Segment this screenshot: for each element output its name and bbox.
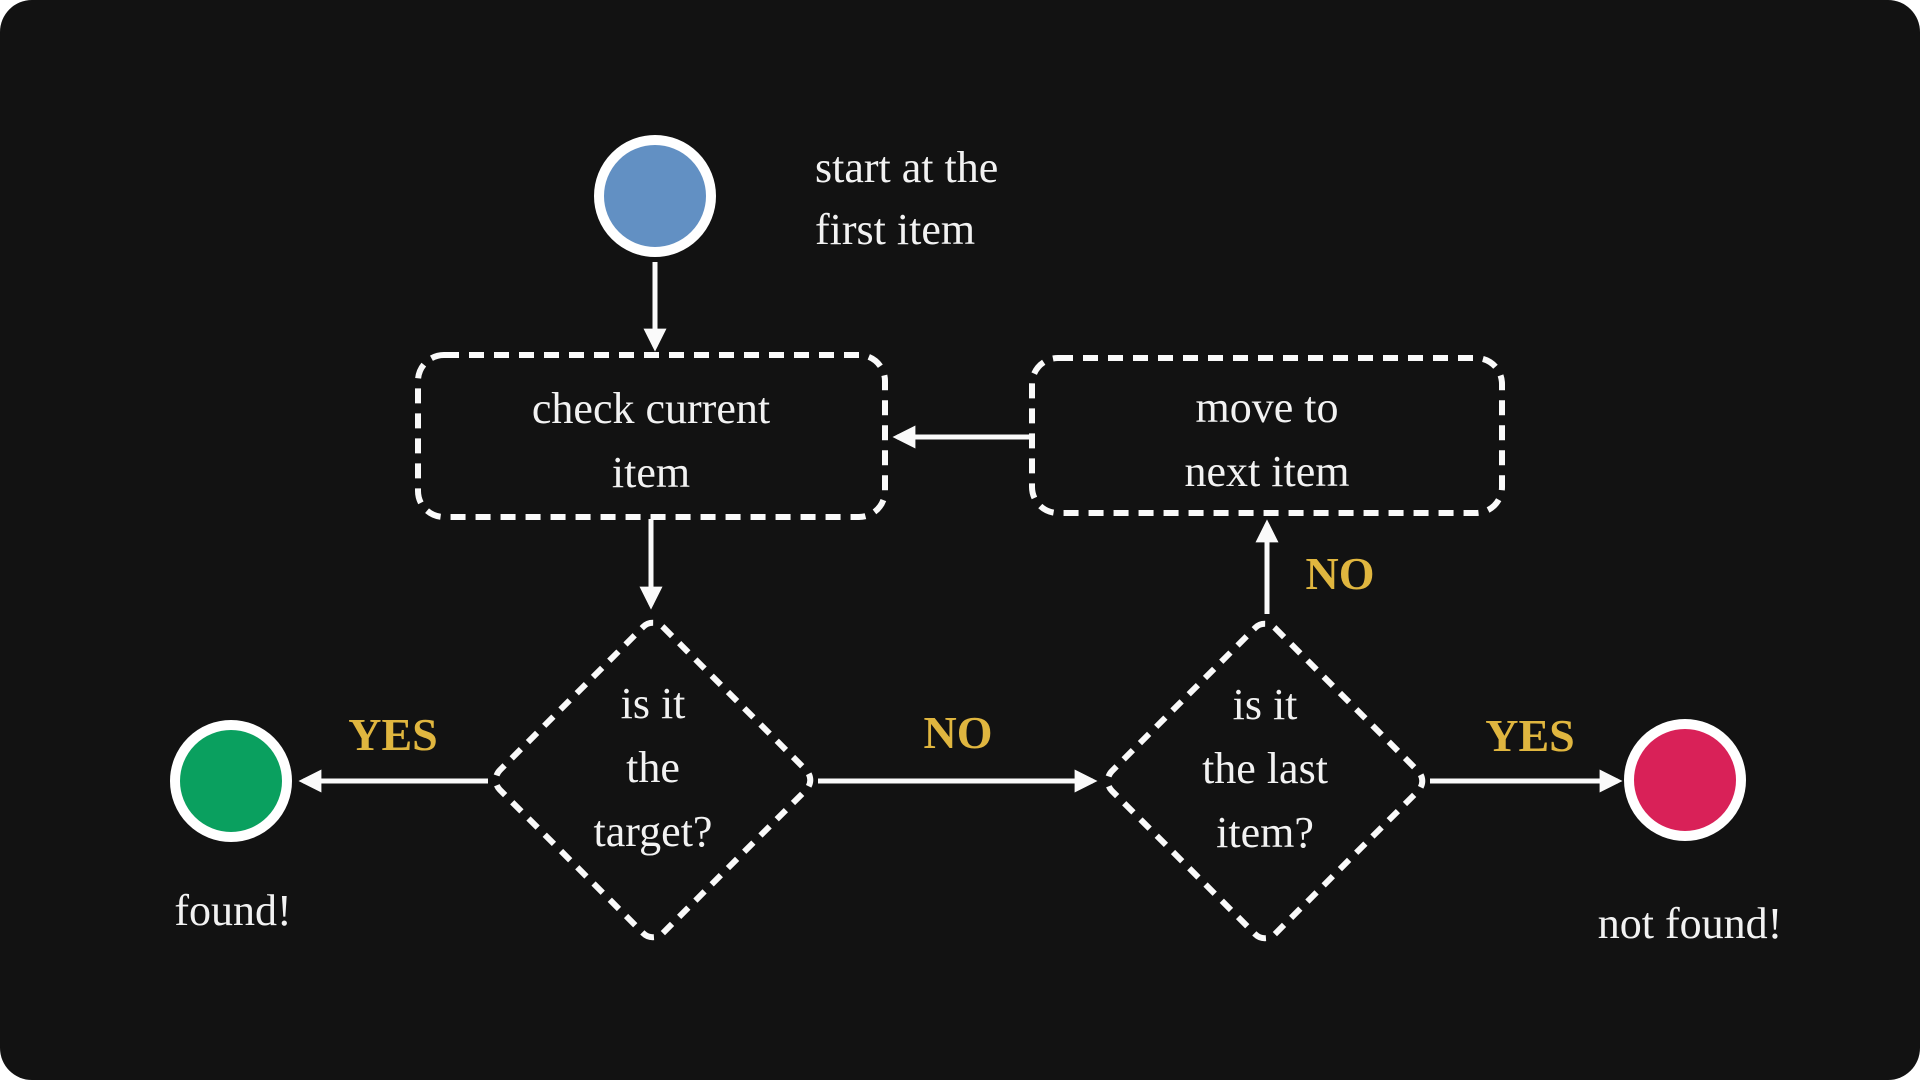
check-current-item-label-line-2: item — [612, 448, 690, 497]
is-it-target-decision-diamond — [492, 619, 814, 941]
is-it-last-item-label-line-1: is it — [1233, 680, 1298, 729]
not-found-label: not found! — [1598, 899, 1783, 948]
is-it-last-item-decision-diamond — [1104, 620, 1426, 942]
found-label: found! — [174, 886, 291, 935]
move-to-next-item-label-line-2: next item — [1185, 447, 1350, 496]
edge-label-last-no: NO — [1306, 548, 1375, 599]
check-current-item-label-line-1: check current — [532, 384, 770, 433]
start-annotation-line-2: first item — [815, 205, 975, 254]
is-it-target-label-line-2: the — [626, 743, 680, 792]
is-it-last-item-label-line-3: item? — [1216, 808, 1314, 857]
check-current-item-box — [415, 352, 888, 520]
move-to-next-item-box — [1029, 355, 1505, 516]
not-found-node-circle — [1624, 719, 1746, 841]
edge-label-last-yes: YES — [1485, 710, 1574, 761]
is-it-target-label-line-3: target? — [594, 807, 713, 856]
is-it-target-label-line-1: is it — [621, 679, 686, 728]
edge-label-target-no: NO — [924, 707, 993, 758]
start-annotation-line-1: start at the — [815, 143, 998, 192]
start-node-circle — [594, 135, 716, 257]
is-it-last-item-label-line-2: the last — [1202, 744, 1328, 793]
move-to-next-item-label-line-1: move to — [1196, 383, 1339, 432]
edge-label-target-yes: YES — [348, 709, 437, 760]
found-node-circle — [170, 720, 292, 842]
